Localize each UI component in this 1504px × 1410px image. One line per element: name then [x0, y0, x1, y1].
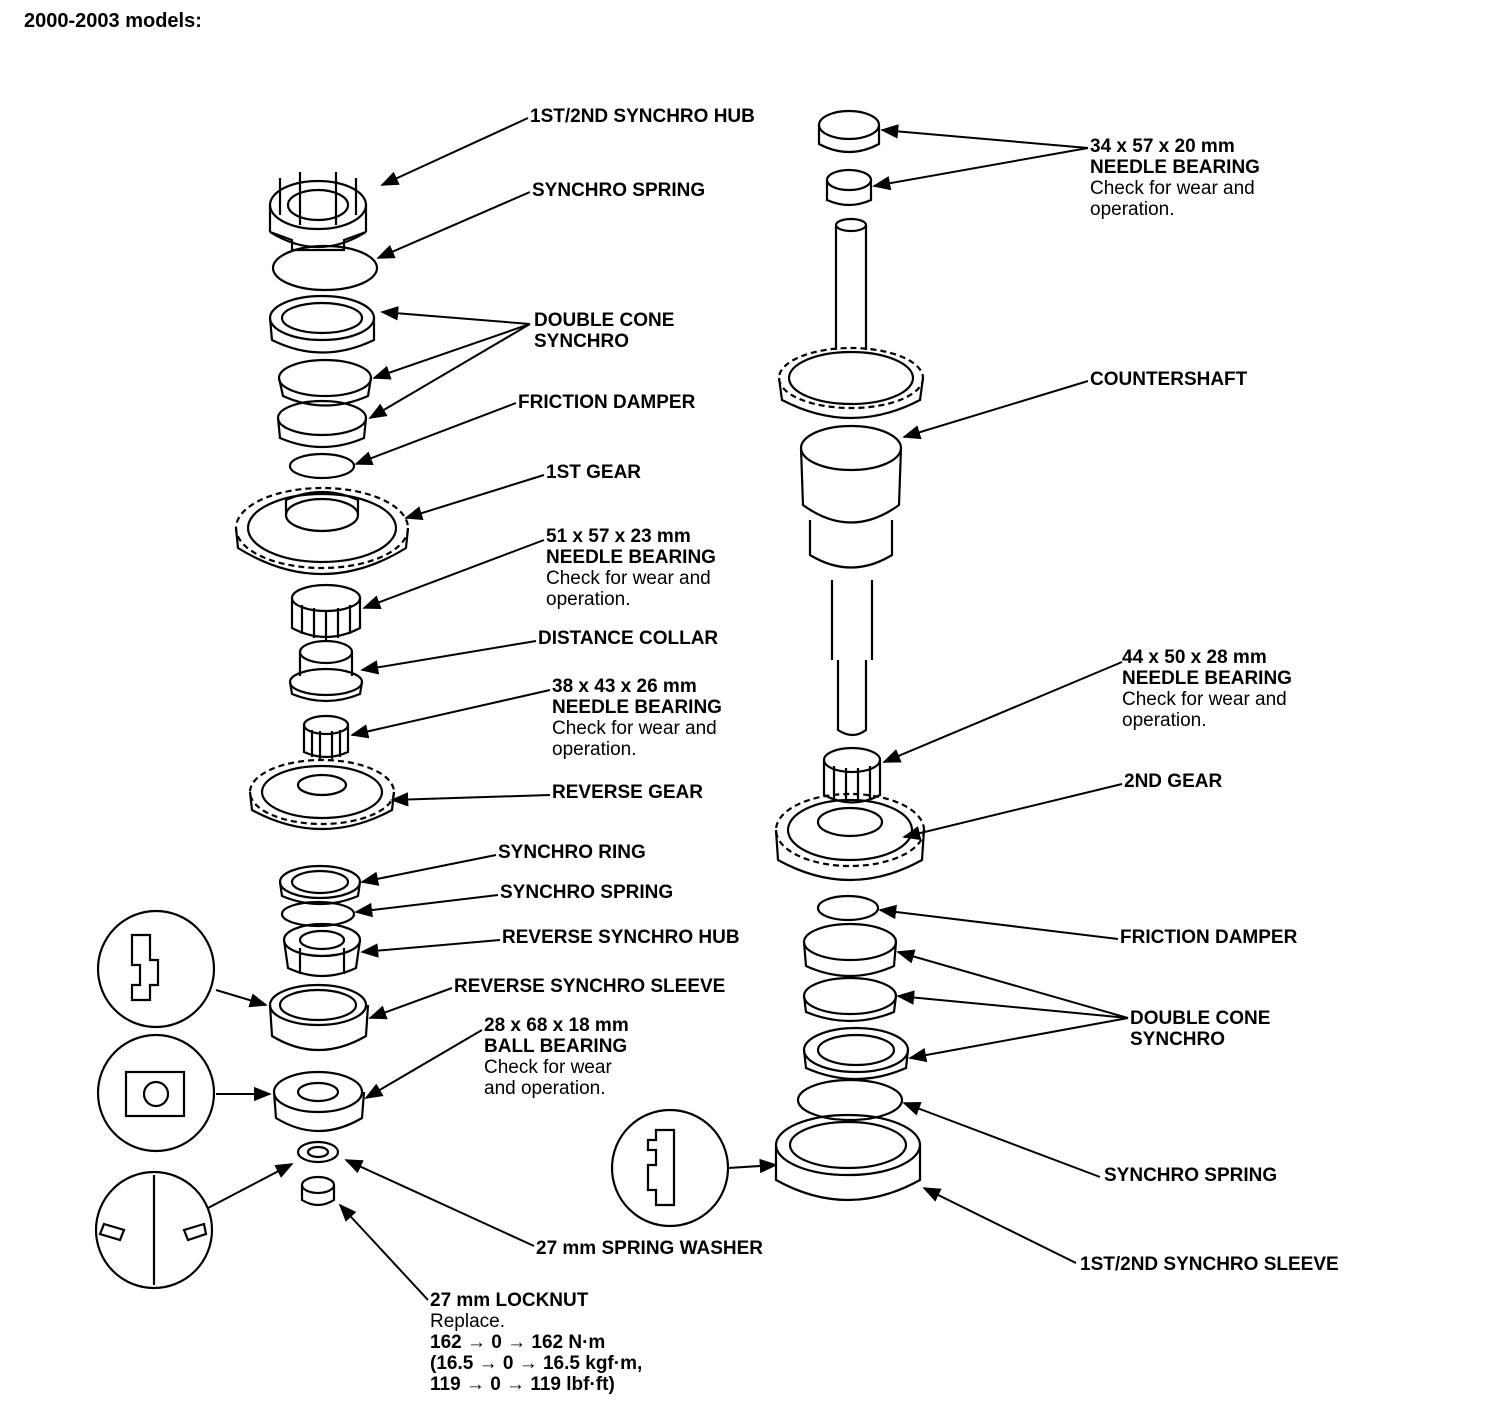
friction-damper-upper-part [276, 399, 368, 449]
leader-dcr-a [896, 949, 1129, 1019]
friction-ring-part [288, 452, 356, 480]
leader-nb44 [882, 661, 1123, 763]
locknut-part [300, 1175, 336, 1207]
leader-dc-c [368, 323, 531, 419]
spring-2-part [280, 900, 356, 928]
leader-detail3 [207, 1163, 294, 1209]
double-cone-upper-part [268, 294, 376, 354]
leader-detail1 [215, 989, 268, 1008]
leader-locknut [338, 1203, 429, 1301]
leader-nb34-a [880, 124, 1089, 149]
label-rev-hub: REVERSE SYNCHRO HUB [502, 927, 740, 948]
second-gear-part [774, 792, 926, 881]
leader-spring2 [354, 894, 499, 918]
leader-revhub [360, 939, 501, 958]
leader-ring [360, 854, 497, 886]
double-cone-right-mid-part [802, 976, 898, 1023]
leader-fd-r [878, 904, 1119, 940]
detail-circle-locknut [94, 1170, 214, 1290]
label-countershaft: COUNTERSHAFT [1090, 369, 1248, 390]
detail-circle-sleeve-right [610, 1108, 730, 1228]
friction-damper-right-part [816, 894, 880, 922]
leader-bb28 [364, 1029, 483, 1099]
reverse-gear-part [248, 758, 396, 830]
detail-circle-bearing [96, 1033, 216, 1153]
label-synchro-ring: SYNCHRO RING [498, 842, 646, 863]
spring-1-part [271, 244, 379, 292]
double-cone-right-lower-part [802, 1026, 910, 1081]
synchro-ring-part [278, 864, 362, 906]
leader-dc-b [372, 323, 531, 380]
leader-cs [902, 380, 1089, 440]
leader-hub12 [380, 117, 529, 186]
page-title: 2000-2003 models: [24, 10, 202, 32]
bb28-part [272, 1070, 366, 1133]
label-first-gear: 1ST GEAR [546, 462, 642, 483]
nb38-part [302, 714, 350, 759]
leader-sleeve12 [922, 1187, 1077, 1264]
leader-dc-a [380, 306, 531, 325]
label-spring-r: SYNCHRO SPRING [1104, 1165, 1278, 1186]
label-friction-damper: FRICTION DAMPER [518, 392, 696, 413]
leader-spring1 [376, 191, 531, 259]
first-gear-part [234, 486, 410, 576]
spring-right-part [796, 1078, 904, 1122]
label-rev-sleeve: REVERSE SYNCHRO SLEEVE [454, 976, 726, 997]
leader-dcr-c [908, 1017, 1129, 1063]
leader-dcr-b [896, 990, 1129, 1019]
detail-circle-sleeve [96, 909, 216, 1029]
nb34-part [817, 109, 881, 207]
leader-nb34-b [872, 147, 1089, 191]
label-reverse-gear: REVERSE GEAR [552, 782, 703, 803]
label-second-gear: 2ND GEAR [1124, 771, 1223, 792]
label-hub-12: 1ST/2ND SYNCHRO HUB [530, 106, 755, 127]
countershaft-part [777, 217, 925, 737]
sleeve-12-part [774, 1113, 922, 1201]
nb51-part [290, 583, 362, 640]
label-friction-damper-r: FRICTION DAMPER [1120, 927, 1298, 948]
label-spring-2: SYNCHRO SPRING [500, 882, 674, 903]
leader-washer [344, 1159, 535, 1247]
washer-part [296, 1140, 340, 1164]
rev-sleeve-part [268, 983, 370, 1051]
leader-revgear [390, 792, 551, 807]
double-cone-right-upper-part [802, 922, 898, 978]
rev-hub-part [282, 922, 362, 978]
leader-1st [404, 474, 545, 521]
label-distance-collar: DISTANCE COLLAR [538, 628, 719, 649]
hub-12-part [268, 172, 368, 252]
label-spring-1: SYNCHRO SPRING [532, 180, 706, 201]
distance-collar-part [288, 639, 364, 703]
leader-2nd [902, 783, 1123, 841]
leader-nb38 [350, 689, 551, 739]
double-cone-mid-part [277, 358, 373, 407]
leader-detail-r [727, 1158, 778, 1174]
leader-spring-r [902, 1101, 1101, 1178]
nb44-part [822, 746, 882, 804]
label-sleeve-12: 1ST/2ND SYNCHRO SLEEVE [1080, 1254, 1339, 1275]
leader-revsleeve [368, 987, 453, 1020]
leader-nb51 [362, 539, 545, 610]
leader-fd [354, 402, 517, 465]
label-washer: 27 mm SPRING WASHER [536, 1238, 763, 1259]
leader-collar [360, 640, 537, 675]
